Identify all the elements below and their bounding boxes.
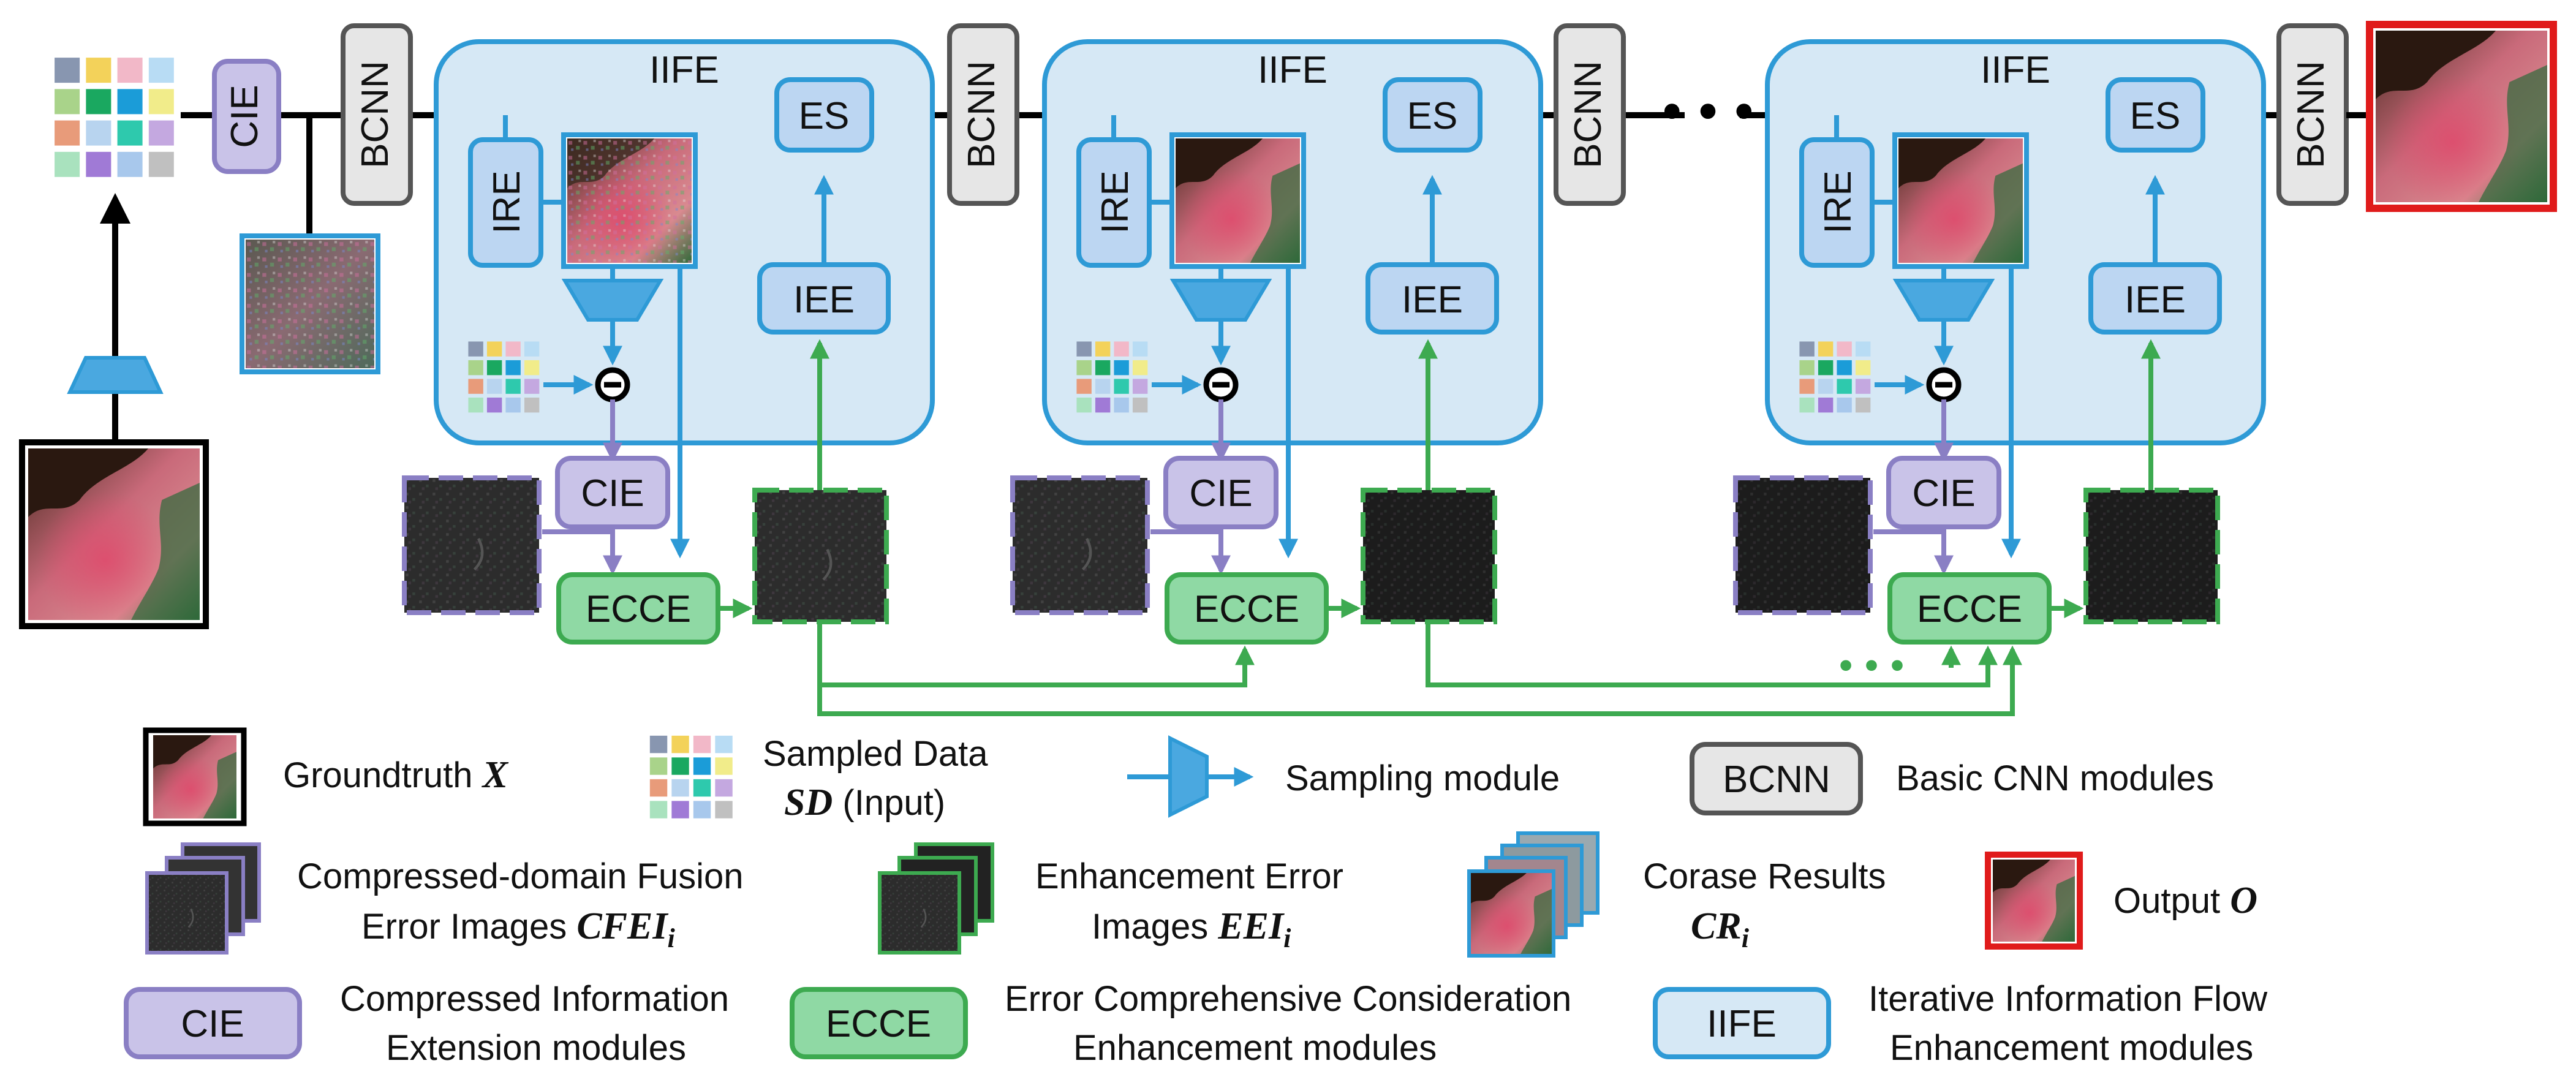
ecce-3-label: ECCE	[1917, 588, 2022, 630]
legend-groundtruth-label: Groundtruth X	[283, 754, 509, 796]
sampled-data-grid	[55, 58, 174, 177]
bcnn-1-label: BCNN	[354, 61, 396, 168]
iife-1-sampling-icon	[561, 279, 664, 322]
legend-ecce-swatch	[790, 987, 968, 1059]
eei-image-3	[2086, 490, 2218, 622]
legend-sd-line1: Sampled Data	[763, 734, 988, 774]
cie-module-top	[212, 59, 281, 174]
iife-3-sampling-icon	[1892, 279, 1995, 322]
legend-cie-swatch-label: CIE	[181, 1003, 244, 1045]
legend-cfei-stack	[145, 842, 261, 955]
cfei-image-2	[1013, 478, 1147, 613]
eei-image-1	[755, 490, 886, 622]
legend-cr-line2: CRi	[1691, 905, 1750, 953]
iife-2-cr-image	[1176, 138, 1300, 263]
cie-2-label: CIE	[1189, 472, 1252, 515]
iife-2-iee-label: IEE	[1402, 279, 1463, 321]
green-ellipsis: •••	[1836, 649, 1913, 684]
legend-cfei-line2: Error Images CFEIi	[361, 905, 676, 953]
iife-2-sampling-icon	[1169, 279, 1272, 322]
iife-3-es-label: ES	[2130, 95, 2181, 137]
cfei-image-1	[404, 478, 539, 613]
iife-block-1: IIFE IRE IEE ES	[434, 39, 935, 559]
eei-2-to-ecce-3	[1426, 622, 1998, 687]
cie-1-label: CIE	[581, 472, 644, 515]
legend-cie-swatch	[124, 987, 302, 1059]
iife-1-cr-image	[567, 138, 692, 263]
legend-cie-line2: Extension modules	[386, 1028, 686, 1068]
ecce-2-label: ECCE	[1194, 588, 1299, 630]
initial-result-image	[246, 240, 374, 368]
legend-iife-swatch-label: IIFE	[1707, 1003, 1777, 1045]
eei-stack-1	[880, 873, 959, 953]
cie-top-label: CIE	[224, 85, 266, 148]
legend-iife-swatch	[1653, 987, 1831, 1059]
iife-2-title: IIFE	[1258, 49, 1328, 91]
bcnn-module-2	[947, 23, 1019, 206]
iife-3-es	[2106, 77, 2205, 153]
bcnn-module-3	[1554, 23, 1626, 206]
legend-sampling-icon	[1168, 735, 1209, 818]
iife-3-iee-label: IEE	[2125, 279, 2186, 321]
legend-cfei-line1: Compressed-domain Fusion	[297, 856, 744, 896]
iife-3-ire-label: IRE	[1817, 170, 1859, 233]
iife-3-cr-image	[1898, 138, 2023, 263]
legend-iife-line2: Enhancement modules	[1890, 1028, 2253, 1068]
iife-3-title: IIFE	[1981, 49, 2050, 91]
cie-3-label: CIE	[1912, 472, 1975, 515]
iife-2-es-label: ES	[1407, 95, 1458, 137]
eei-1-to-ecce-2	[817, 622, 1255, 687]
eei-image-2	[1363, 490, 1495, 622]
iife-block-3: IIFE IRE IEE ES	[1765, 39, 2266, 559]
iife-1-ire-label: IRE	[486, 170, 528, 233]
legend-output-label: Output O	[2113, 880, 2257, 921]
legend-eei-line2: Images EEIi	[1092, 905, 1291, 953]
legend-cie-line1: Compressed Information	[340, 979, 729, 1019]
legend-ecce-line1: Error Comprehensive Consideration	[1005, 979, 1571, 1019]
eei-frame-3	[2083, 488, 2220, 624]
cr-stack-1-frame	[1467, 869, 1555, 958]
legend-cr-line1: Corase Results	[1643, 856, 1886, 896]
bcnn-3-label: BCNN	[1567, 61, 1609, 168]
cfei-image-3	[1736, 478, 1870, 613]
bcnn-module-1	[341, 23, 413, 206]
legend-sd-grid	[649, 735, 733, 818]
groundtruth-image	[28, 448, 200, 620]
iife-1-iee-label: IEE	[793, 279, 855, 321]
legend-sd-line2: SD (Input)	[784, 782, 945, 823]
iife-1-es	[774, 77, 874, 153]
sampling-module-icon	[67, 356, 164, 394]
iife-1-es-label: ES	[799, 95, 850, 137]
legend-output-image	[1993, 860, 2075, 942]
legend-iife-line1: Iterative Information Flow	[1868, 979, 2268, 1019]
ecce-1-label: ECCE	[586, 588, 691, 630]
legend-ecce-line2: Enhancement modules	[1073, 1028, 1437, 1068]
iife-2-ire-label: IRE	[1094, 170, 1136, 233]
cr-stack-1	[1469, 871, 1554, 956]
iife-1-title: IIFE	[649, 49, 719, 91]
legend-ecce-swatch-label: ECCE	[826, 1003, 931, 1045]
main-ellipsis: •••	[1658, 88, 1766, 138]
legend-eei-line1: Enhancement Error	[1035, 856, 1343, 896]
legend-bcnn-label: Basic CNN modules	[1896, 758, 2214, 798]
legend-cr-stack	[1467, 831, 1600, 958]
eei-1-to-ecce-3	[817, 645, 2022, 716]
bcnn-4-label: BCNN	[2290, 61, 2332, 168]
iife-block-2: IIFE IRE IEE ES	[1042, 39, 1543, 559]
legend: Groundtruth X Sampled Data SD (Input) Sa…	[124, 727, 2268, 1068]
legend-bcnn-swatch-label: BCNN	[1723, 758, 1830, 801]
legend-sampling-label: Sampling module	[1285, 758, 1560, 798]
legend-groundtruth-image	[153, 735, 236, 818]
cfei-stack-1	[147, 873, 227, 953]
iife-2-es	[1383, 77, 1483, 153]
bcnn-2-label: BCNN	[961, 61, 1003, 168]
eei-stack-1-frame	[878, 871, 961, 955]
legend-bcnn-swatch	[1690, 742, 1863, 815]
legend-eei-stack	[878, 842, 994, 955]
cfei-stack-1-frame	[145, 871, 229, 955]
output-image	[2376, 31, 2547, 202]
